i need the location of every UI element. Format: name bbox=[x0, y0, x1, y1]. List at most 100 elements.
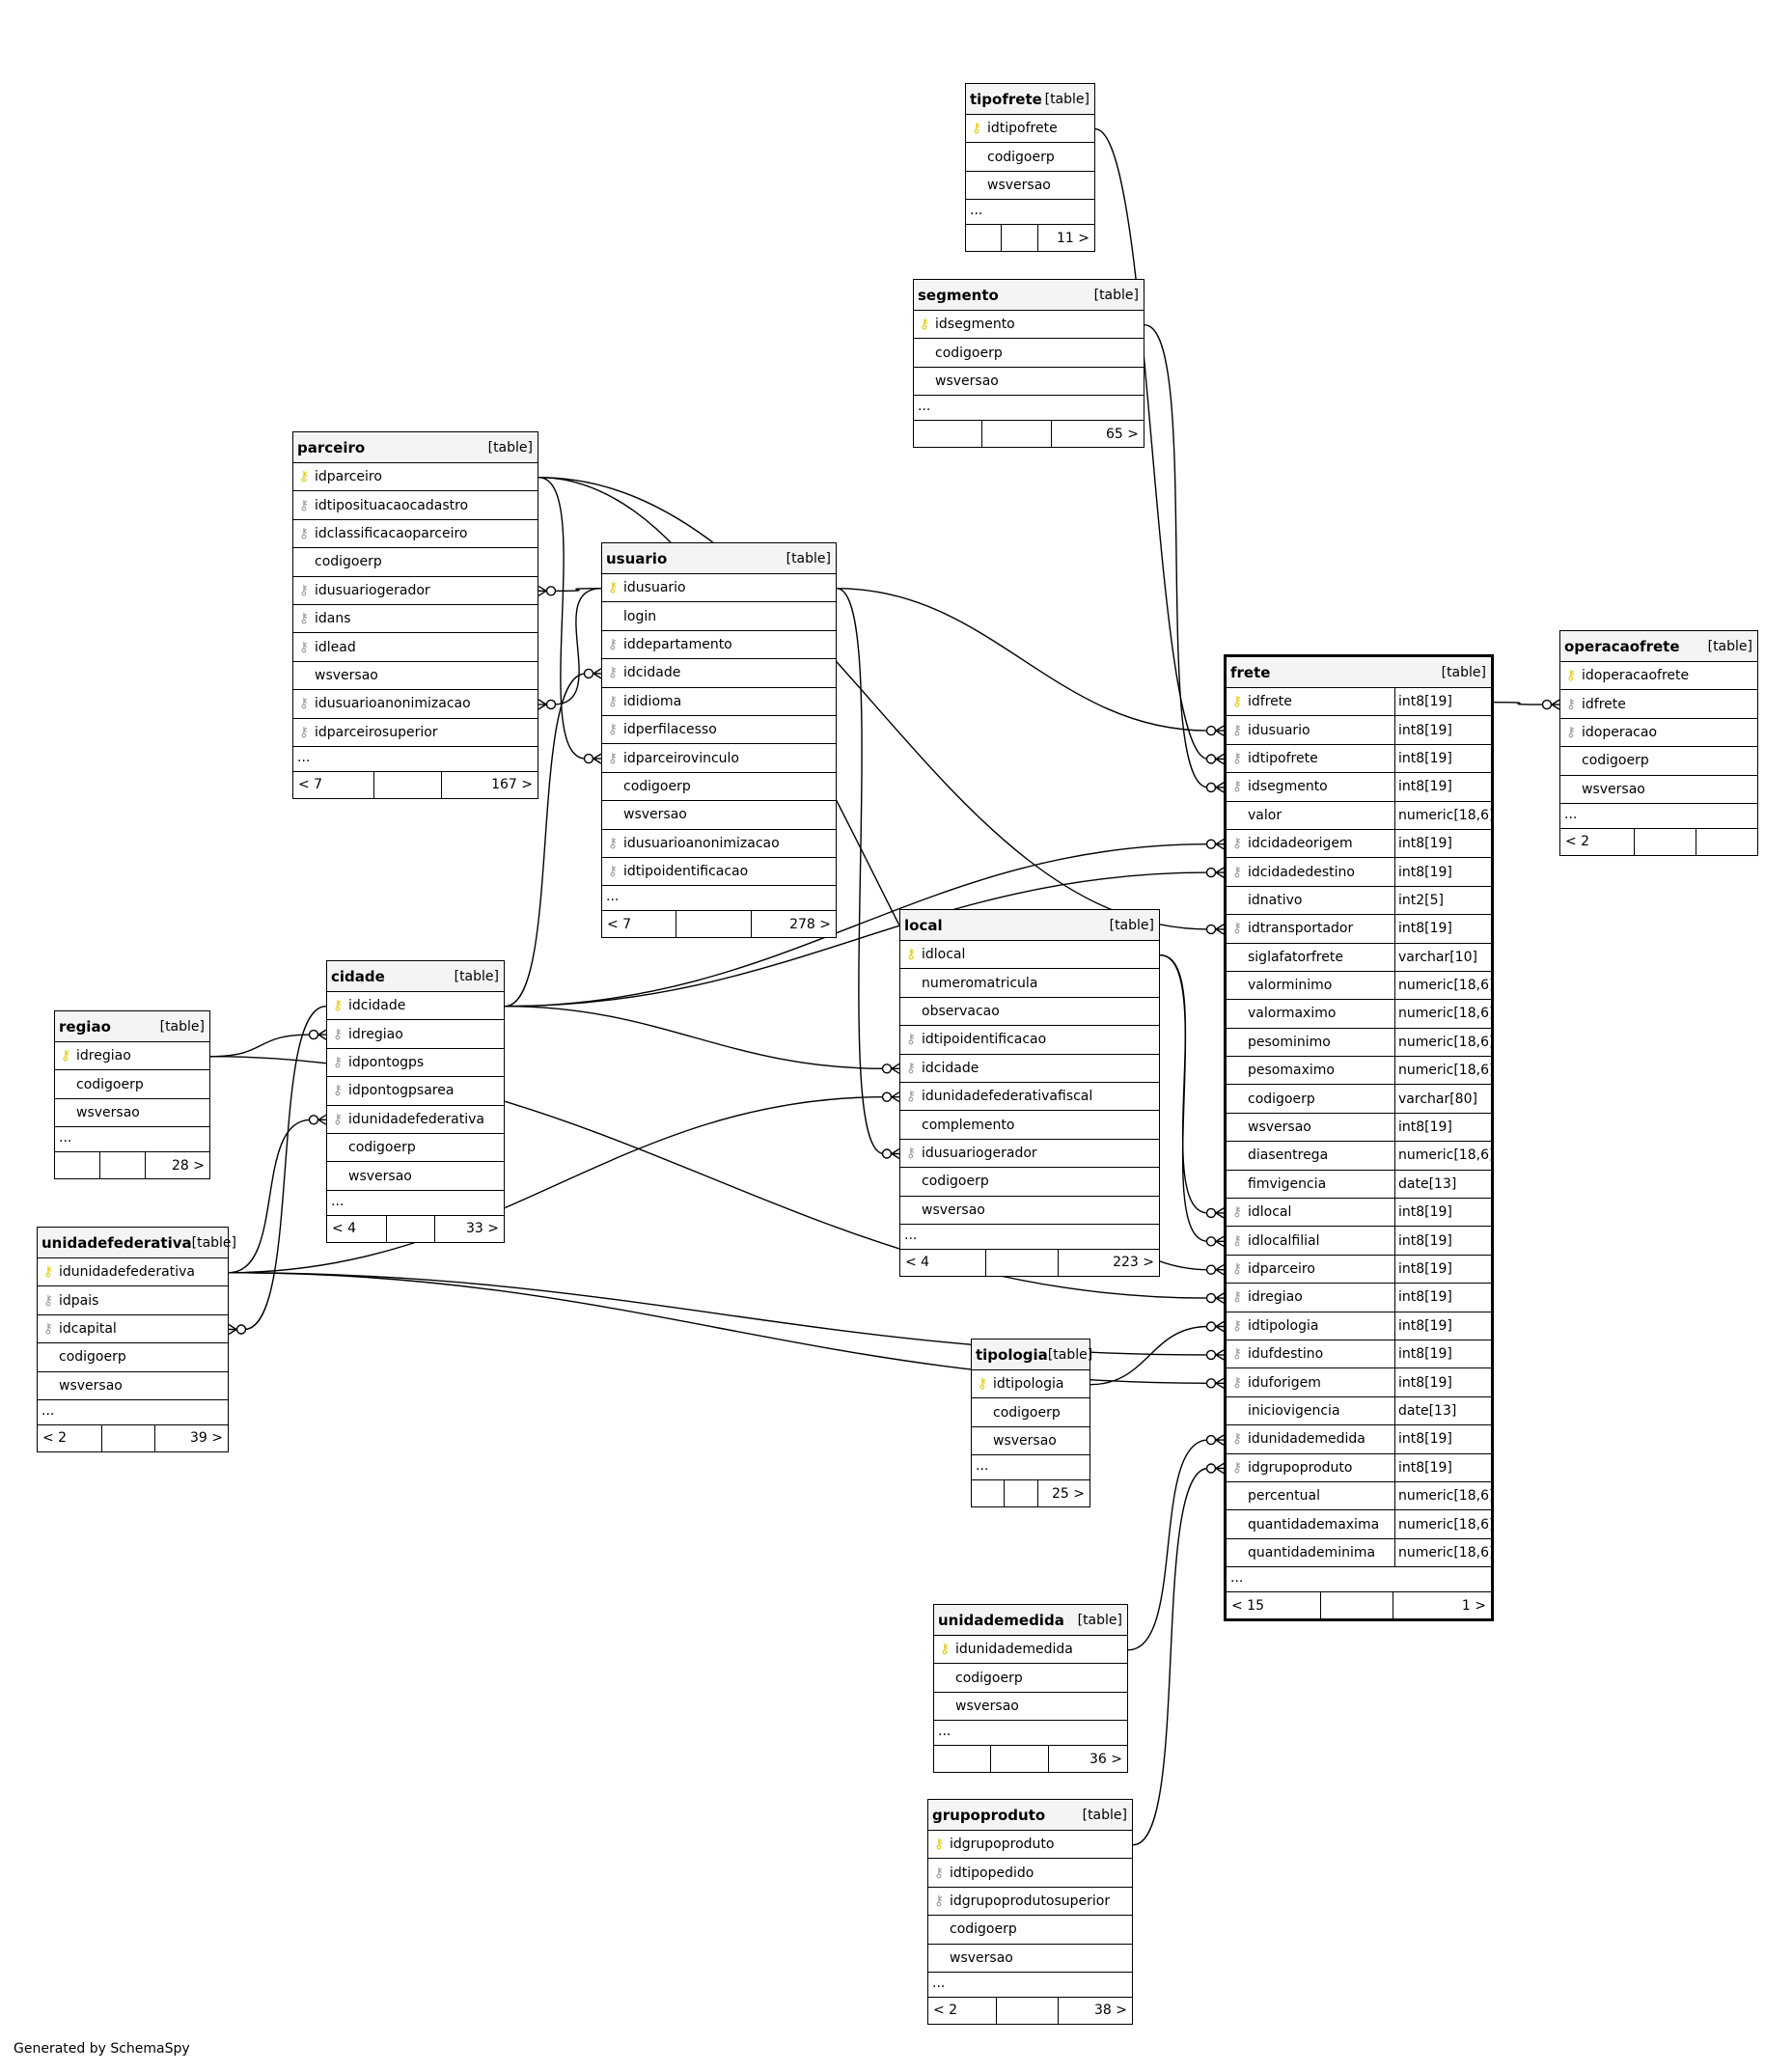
table-name[interactable]: frete bbox=[1230, 663, 1271, 681]
table-name[interactable]: unidadefederativa bbox=[41, 1233, 192, 1252]
column-row[interactable]: codigoerp bbox=[602, 773, 836, 802]
children-count[interactable]: 65 > bbox=[1105, 426, 1139, 442]
column-row[interactable]: complemento bbox=[900, 1111, 1159, 1140]
column-row[interactable]: codigoerp bbox=[972, 1398, 1089, 1427]
column-row[interactable]: ⚷idcidade bbox=[327, 992, 504, 1021]
children-count[interactable]: 36 > bbox=[1089, 1751, 1122, 1767]
table-name[interactable]: local bbox=[904, 916, 943, 934]
column-row[interactable]: ⚷idparceirovinculo bbox=[602, 744, 836, 773]
column-row[interactable]: wsversao bbox=[914, 368, 1144, 397]
parents-count[interactable]: < 15 bbox=[1227, 1592, 1321, 1619]
column-row[interactable]: ⚷idfrete bbox=[1560, 690, 1757, 719]
parents-count[interactable] bbox=[934, 1746, 992, 1773]
table-header[interactable]: tipologia[table] bbox=[972, 1340, 1092, 1370]
column-row[interactable]: ⚷idpais bbox=[38, 1286, 228, 1315]
children-count[interactable]: 1 > bbox=[1461, 1597, 1486, 1614]
table-name[interactable]: cidade bbox=[331, 967, 385, 985]
parents-count[interactable]: < 2 bbox=[38, 1424, 103, 1451]
column-row[interactable]: wsversao bbox=[55, 1099, 209, 1128]
column-row[interactable]: ⚷idtipoidentificacao bbox=[602, 858, 836, 887]
column-row[interactable]: wsversao bbox=[293, 662, 538, 691]
column-row[interactable]: codigoerp bbox=[934, 1664, 1127, 1693]
column-row[interactable]: ⚷idparceirosuperior bbox=[293, 719, 538, 747]
column-row[interactable]: ⚷idcidade bbox=[900, 1055, 1159, 1083]
table-name[interactable]: operacaofrete bbox=[1564, 637, 1680, 655]
column-row[interactable]: ⚷idusuariogerador bbox=[293, 577, 538, 605]
table-name[interactable]: tipologia bbox=[976, 1345, 1048, 1364]
parents-count[interactable] bbox=[914, 421, 983, 448]
column-row[interactable]: wsversao bbox=[1560, 776, 1757, 804]
table-name[interactable]: regiao bbox=[59, 1017, 111, 1036]
table-unidadefederativa[interactable]: unidadefederativa[table]⚷idunidadefedera… bbox=[37, 1227, 236, 1452]
children-count[interactable]: 33 > bbox=[465, 1221, 499, 1237]
column-row[interactable]: ⚷iddepartamento bbox=[602, 631, 836, 660]
table-header[interactable]: frete[table] bbox=[1227, 657, 1491, 688]
column-row[interactable]: codigoerp bbox=[327, 1134, 504, 1163]
children-count[interactable]: 39 > bbox=[189, 1430, 223, 1447]
children-count[interactable] bbox=[1696, 829, 1757, 855]
table-header[interactable]: regiao[table] bbox=[55, 1011, 209, 1042]
column-row[interactable]: ⚷idans bbox=[293, 605, 538, 634]
parents-count[interactable]: < 7 bbox=[602, 911, 677, 938]
column-row[interactable]: wsversao bbox=[38, 1372, 228, 1400]
column-row[interactable]: numeromatricula bbox=[900, 969, 1159, 998]
table-name[interactable]: segmento bbox=[918, 286, 999, 304]
parents-count[interactable] bbox=[55, 1152, 101, 1179]
column-row[interactable]: login bbox=[602, 602, 836, 631]
column-row[interactable]: ⚷idtipopedido bbox=[928, 1859, 1132, 1888]
table-operacaofrete[interactable]: operacaofrete[table]⚷idoperacaofrete⚷idf… bbox=[1559, 630, 1758, 856]
column-row[interactable]: ⚷idpontogps bbox=[327, 1049, 504, 1078]
table-name[interactable]: unidademedida bbox=[938, 1611, 1064, 1629]
column-row[interactable]: ⚷idtipologia bbox=[972, 1370, 1089, 1399]
column-row[interactable]: ⚷idsegmento bbox=[914, 311, 1144, 340]
parents-count[interactable] bbox=[966, 225, 1003, 252]
table-header[interactable]: usuario[table] bbox=[602, 543, 836, 574]
column-row[interactable]: ⚷idoperacaofrete bbox=[1560, 662, 1757, 691]
children-count[interactable]: 28 > bbox=[172, 1157, 206, 1174]
column-row[interactable]: ⚷idcapital bbox=[38, 1315, 228, 1344]
column-row[interactable]: ⚷idusuarioanonimizacao bbox=[602, 830, 836, 858]
column-row[interactable]: wsversao bbox=[602, 801, 836, 830]
children-count[interactable]: 223 > bbox=[1113, 1255, 1155, 1271]
column-row[interactable]: ⚷idtiposituacaocadastro bbox=[293, 491, 538, 520]
column-row[interactable]: ⚷idusuariogerador bbox=[900, 1140, 1159, 1169]
table-header[interactable]: parceiro[table] bbox=[293, 432, 538, 463]
column-row[interactable]: codigoerp bbox=[1560, 747, 1757, 776]
table-header[interactable]: unidademedida[table] bbox=[934, 1605, 1127, 1636]
column-row[interactable]: codigoerp bbox=[966, 143, 1094, 172]
column-row[interactable]: ⚷idcidade bbox=[602, 659, 836, 688]
table-header[interactable]: local[table] bbox=[900, 910, 1159, 941]
column-row[interactable]: wsversao bbox=[934, 1693, 1127, 1722]
table-name[interactable]: tipofrete bbox=[970, 90, 1042, 108]
column-row[interactable]: codigoerp bbox=[928, 1916, 1132, 1945]
table-name[interactable]: parceiro bbox=[297, 438, 366, 456]
children-count[interactable]: 25 > bbox=[1052, 1485, 1086, 1502]
table-name[interactable]: grupoproduto bbox=[932, 1806, 1046, 1824]
column-row[interactable]: ⚷idpontogpsarea bbox=[327, 1077, 504, 1106]
column-row[interactable]: wsversao bbox=[327, 1162, 504, 1191]
